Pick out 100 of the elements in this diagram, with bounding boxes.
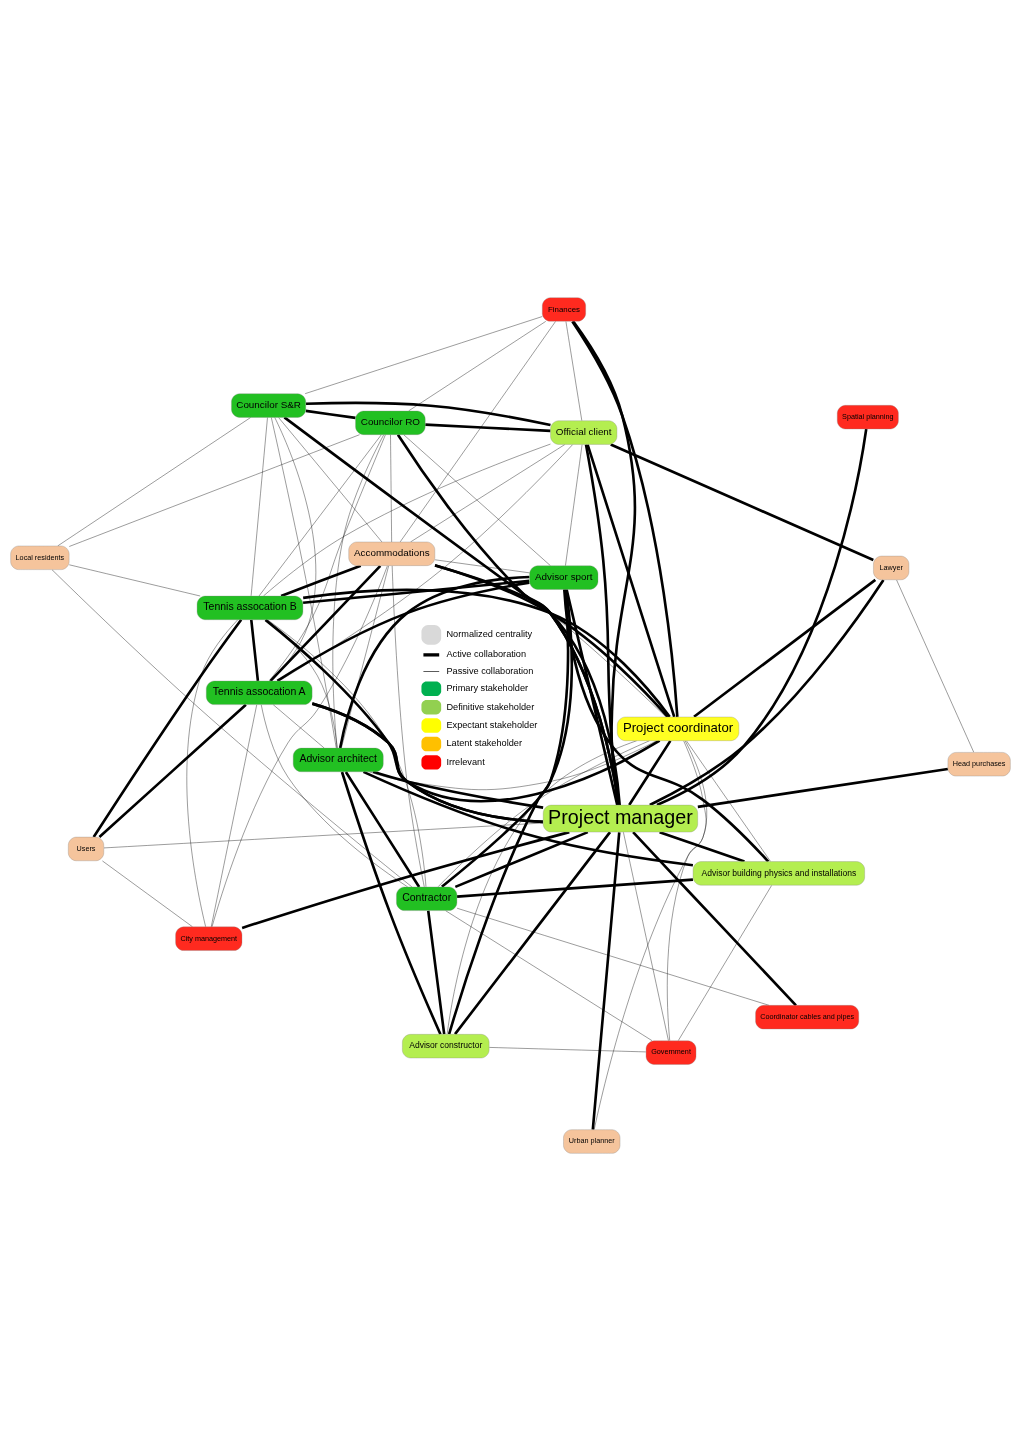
connector xyxy=(258,434,382,596)
connector xyxy=(332,434,384,748)
node-box: Urban planner xyxy=(563,1129,621,1154)
connector xyxy=(565,588,619,805)
node-box: City management xyxy=(175,926,243,951)
connector xyxy=(51,569,413,887)
connector xyxy=(263,443,551,596)
connector xyxy=(678,884,772,1041)
connector xyxy=(649,578,885,806)
connector xyxy=(269,564,382,682)
legend-label: Expectant stakeholder xyxy=(446,719,538,730)
connector xyxy=(341,565,389,748)
connector xyxy=(186,619,238,927)
node-box: Contractor xyxy=(396,886,458,911)
connector xyxy=(372,770,544,809)
connector xyxy=(434,559,530,573)
node-box: Advisor sport xyxy=(529,565,599,590)
node-box: Users xyxy=(68,836,104,861)
connector xyxy=(340,771,442,1035)
legend-label: Passive collaboration xyxy=(446,665,534,676)
node-box: Spatial planning xyxy=(837,404,899,429)
connector xyxy=(305,401,551,426)
connector xyxy=(667,740,707,1041)
connector xyxy=(390,434,392,542)
node-box: Advisor building physics and installations xyxy=(692,860,865,885)
connector xyxy=(571,320,679,717)
connector xyxy=(302,579,530,604)
node-box: Project coordinator xyxy=(617,716,740,741)
legend-label: Definitive stakeholder xyxy=(446,701,535,712)
connector xyxy=(276,580,530,682)
connector xyxy=(594,740,707,1130)
connector xyxy=(211,565,388,927)
node-box: Councilor RO xyxy=(355,410,426,435)
connector xyxy=(369,740,657,790)
connector xyxy=(311,701,661,802)
connector xyxy=(656,428,868,806)
legend-label: Active collaboration xyxy=(446,648,527,659)
connector xyxy=(344,770,421,888)
connector xyxy=(697,767,949,808)
legend-label: Irrelevant xyxy=(446,756,485,767)
connector xyxy=(410,443,566,542)
connector xyxy=(241,830,570,929)
connector xyxy=(249,619,260,681)
node-box: Advisor architect xyxy=(293,747,384,772)
node-box: Tennis assocation B xyxy=(196,595,304,620)
legend-label: Latent stakeholder xyxy=(446,737,523,748)
connector xyxy=(453,830,612,1035)
connector xyxy=(98,703,247,838)
connector xyxy=(103,822,544,848)
connector xyxy=(305,409,356,419)
connector xyxy=(445,910,653,1041)
connector xyxy=(591,831,621,1130)
connector xyxy=(434,563,669,718)
node-box: Local residents xyxy=(10,545,70,570)
node-box: Project manager xyxy=(543,804,698,832)
connector xyxy=(610,442,874,561)
connector xyxy=(586,443,676,717)
connector xyxy=(69,434,360,547)
connector xyxy=(261,704,408,887)
connector xyxy=(489,1046,647,1052)
connector xyxy=(338,575,530,748)
node-box: Advisor constructor xyxy=(402,1033,490,1058)
legend-label: Normalized centrality xyxy=(446,628,533,639)
connector xyxy=(280,563,362,597)
connector xyxy=(396,433,621,805)
connector xyxy=(562,588,770,862)
connector xyxy=(659,830,745,863)
connector xyxy=(437,740,650,887)
connector xyxy=(686,740,771,862)
connector xyxy=(408,320,546,411)
connector xyxy=(434,563,621,805)
node-box: Lawyer xyxy=(873,555,910,580)
connector xyxy=(267,619,427,887)
connector xyxy=(454,830,589,888)
connector xyxy=(456,877,694,898)
node-box: Official client xyxy=(550,420,618,445)
connector xyxy=(279,443,573,681)
connector xyxy=(268,434,386,681)
connector xyxy=(264,618,544,823)
connector xyxy=(693,578,877,718)
node-box: Government xyxy=(645,1040,697,1065)
connector xyxy=(628,739,672,806)
connector xyxy=(623,831,669,1041)
node-box: Coordinator cables and pipes xyxy=(755,1004,859,1029)
connector xyxy=(400,320,556,542)
connector xyxy=(271,416,316,681)
node-box: Accommodations xyxy=(348,541,435,566)
connector xyxy=(303,588,671,718)
node-box: Head purchases xyxy=(947,751,1011,776)
connector xyxy=(362,770,694,866)
connector xyxy=(426,910,446,1034)
node-box: Councilor S&R xyxy=(231,393,306,418)
node-box: Tennis assocation A xyxy=(206,680,313,705)
connector xyxy=(92,618,243,838)
connector xyxy=(632,830,797,1006)
connector xyxy=(425,422,551,432)
connector xyxy=(446,740,637,1034)
connector xyxy=(271,416,337,748)
connector xyxy=(391,565,425,887)
legend-label: Primary stakeholder xyxy=(446,682,529,693)
